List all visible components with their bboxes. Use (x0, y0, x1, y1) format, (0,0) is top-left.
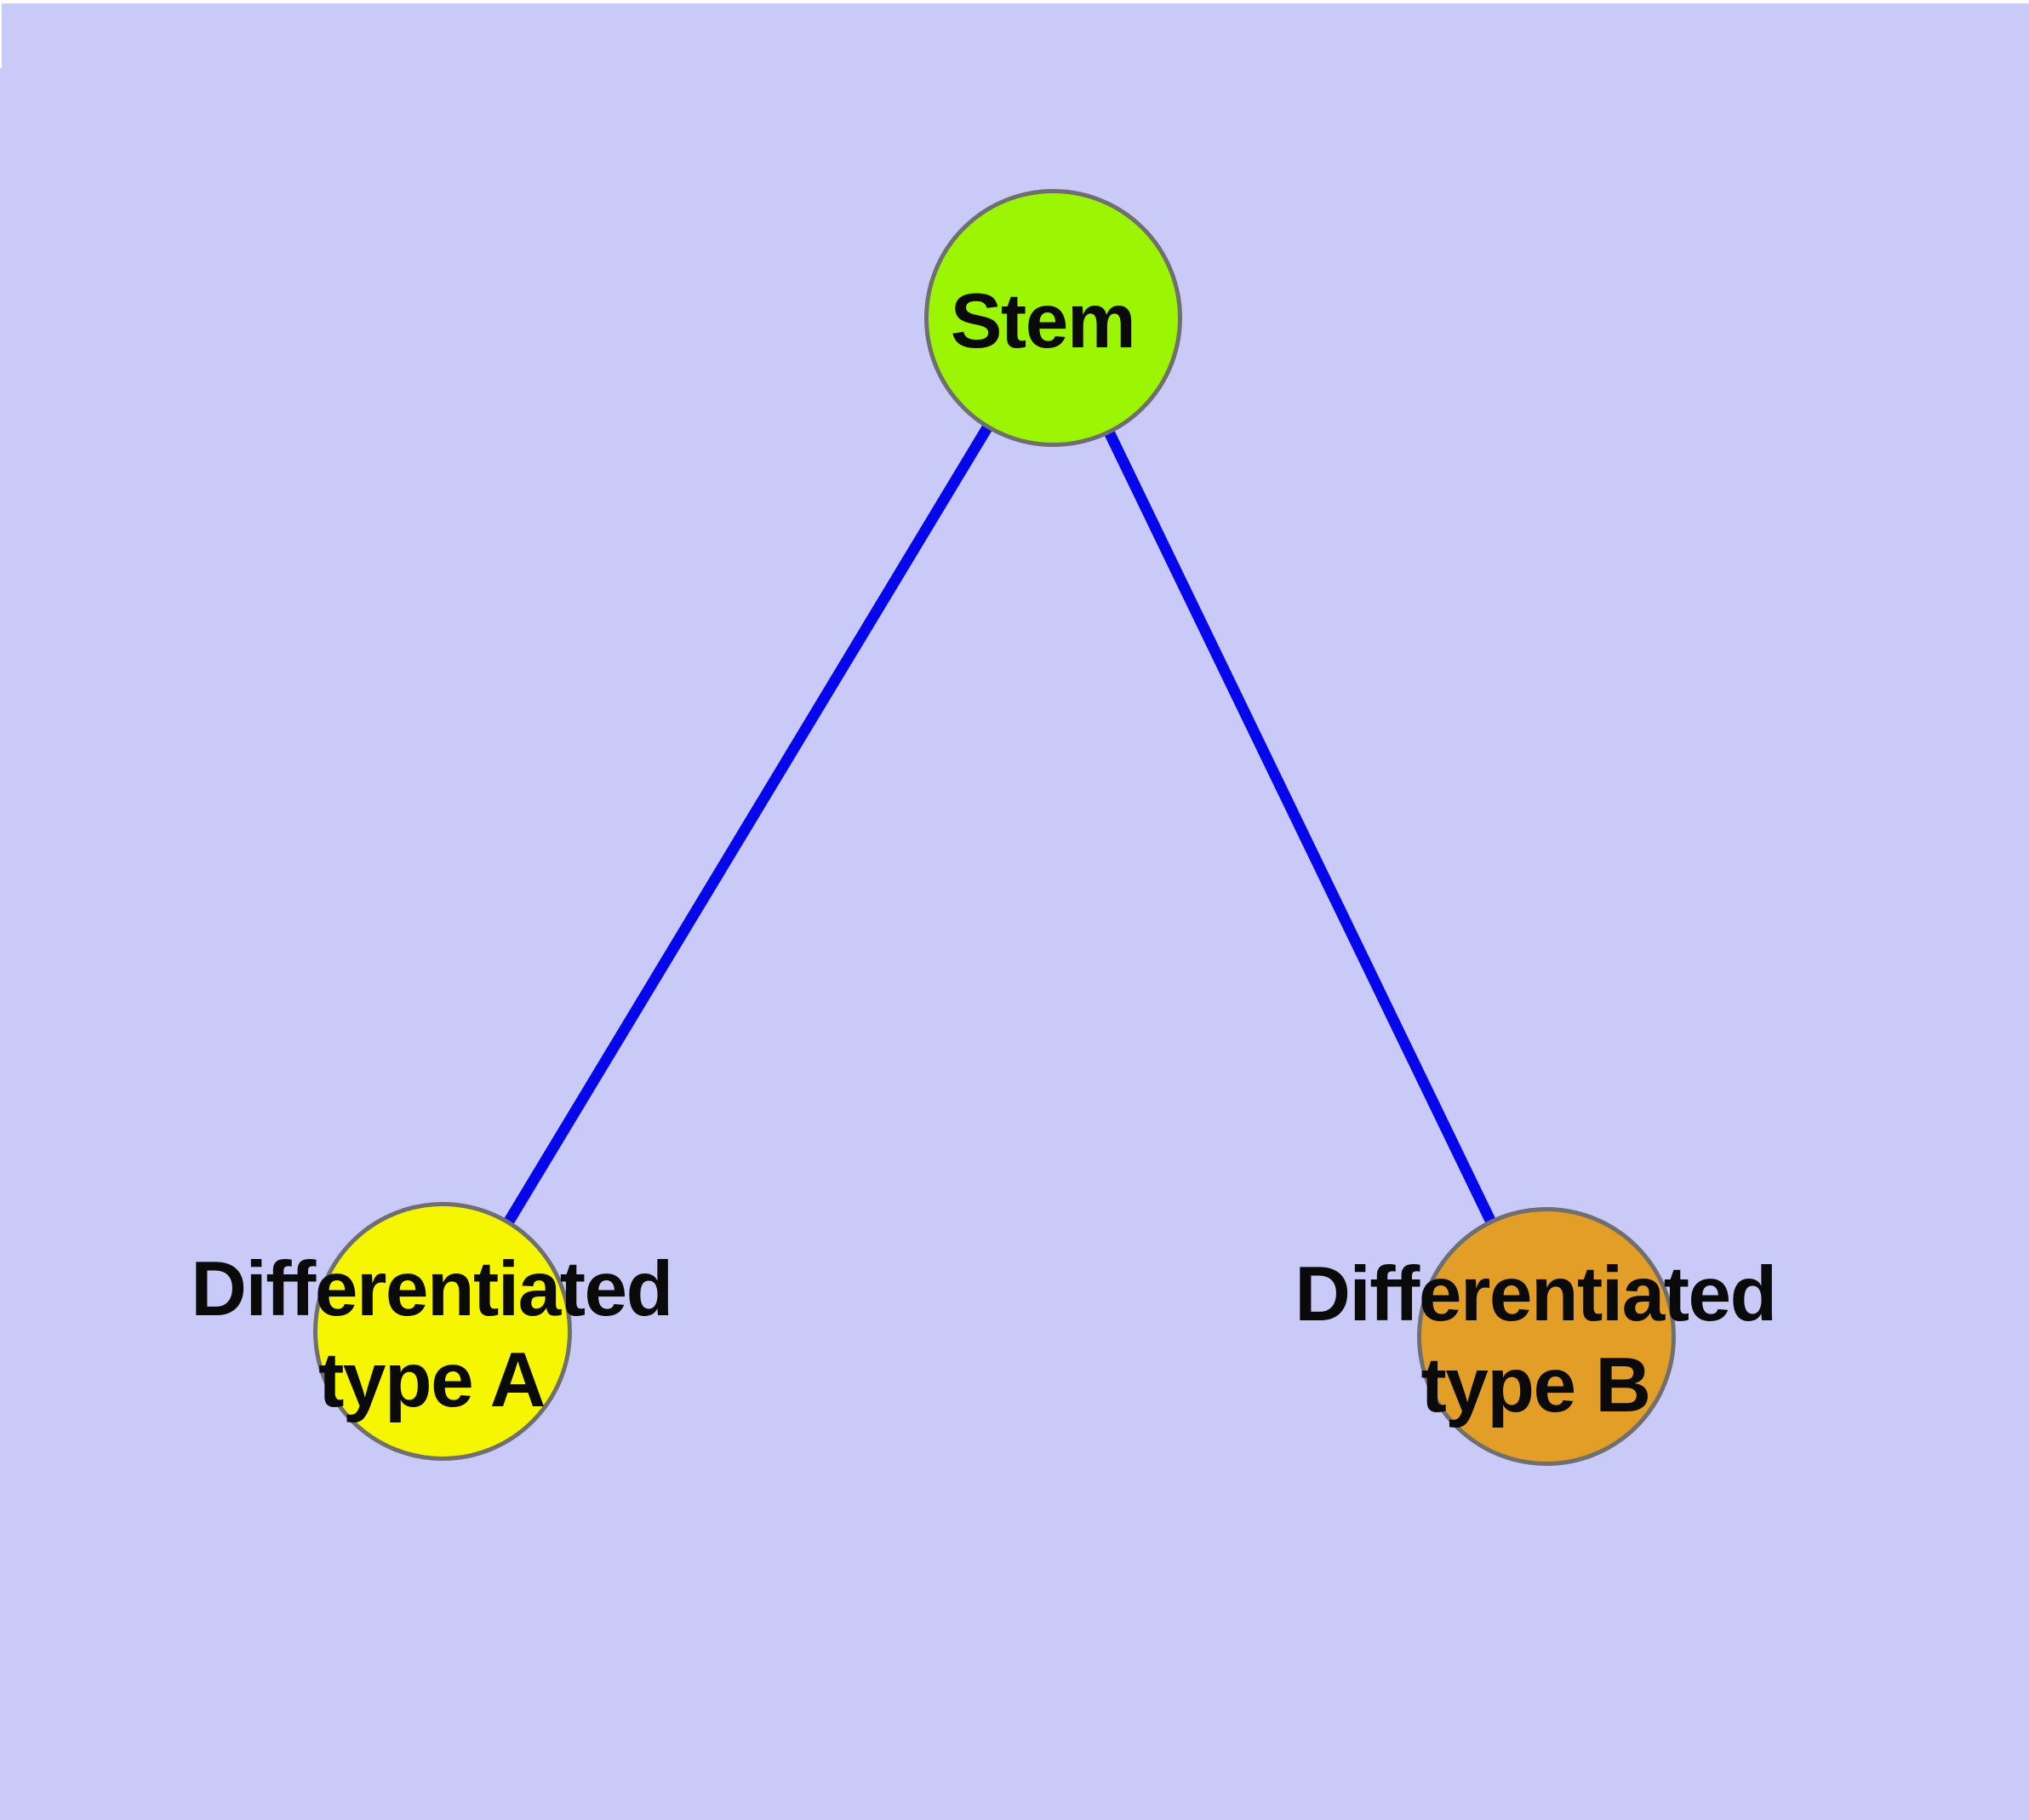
node-label-line: type A (318, 1337, 546, 1423)
node-differentiated-type-b (1417, 1207, 1676, 1466)
node-label-line: type B (1420, 1342, 1651, 1428)
node-stem (924, 189, 1182, 447)
node-differentiated-type-a-label: Differentiated type A (49, 1244, 814, 1426)
node-label-line: Stem (950, 278, 1136, 364)
top-margin-strip (0, 0, 2029, 3)
node-label-line: Differentiated (1295, 1251, 1777, 1337)
edge-stem-to-type-a (437, 314, 1059, 1335)
left-margin-strip (0, 0, 2, 68)
node-differentiated-type-a (313, 1202, 572, 1461)
node-differentiated-type-b-label: Differentiated type B (1152, 1249, 1918, 1431)
node-stem-label: Stem (660, 276, 1426, 367)
edge-stem-to-type-b (1049, 315, 1552, 1339)
node-label-line: Differentiated (191, 1246, 673, 1332)
